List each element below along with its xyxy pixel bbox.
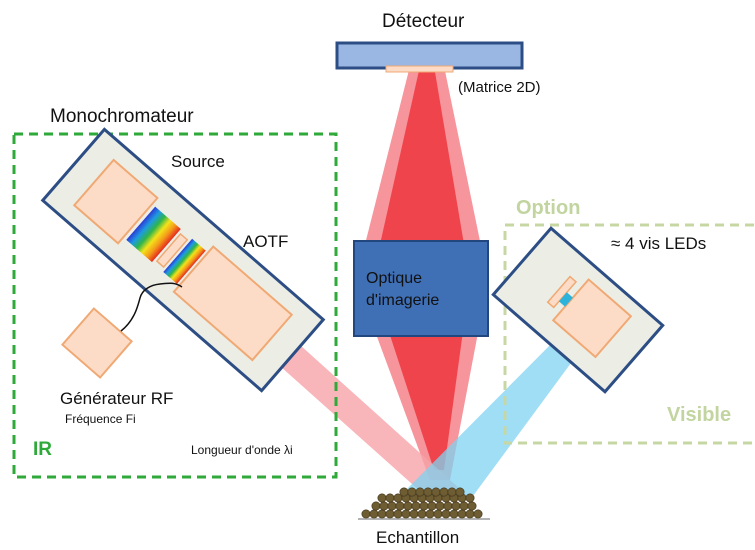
sample-grain (465, 509, 475, 519)
led-source (551, 278, 633, 359)
sample-grain (459, 501, 469, 511)
sample-grain (425, 509, 435, 519)
sample-grain (371, 501, 381, 511)
source-lamp (72, 158, 159, 245)
sample-grain (399, 487, 409, 497)
sample-grain (417, 509, 427, 519)
sample-grain (407, 487, 417, 497)
sample-grain (401, 509, 411, 519)
matrix-label: (Matrice 2D) (458, 79, 541, 96)
sample-grain (379, 501, 389, 511)
sample-grain (455, 487, 465, 497)
sample-grain (377, 493, 387, 503)
sample-grain (385, 509, 395, 519)
imaging-optics-box (353, 240, 489, 337)
led-slit (546, 275, 578, 309)
sample-grain (439, 487, 449, 497)
sample-grain (377, 509, 387, 519)
sample-grain (473, 509, 483, 519)
visible-beam (400, 330, 585, 500)
rf-generator-label: Générateur RF (60, 389, 173, 408)
sample-grain (393, 509, 403, 519)
sample-grain (435, 501, 445, 511)
leds-label: ≈ 4 vis LEDs (611, 234, 706, 253)
wavelength-label: Longueur d'onde λi (191, 443, 293, 457)
sample-grain (395, 501, 405, 511)
rainbow-filter-right (163, 238, 206, 284)
option-label: Option (516, 197, 580, 219)
sample-grain (361, 509, 371, 519)
sample (358, 487, 490, 520)
sample-grain (467, 501, 477, 511)
slit (155, 232, 189, 269)
sample-grain (419, 501, 429, 511)
detector-matrix (385, 65, 454, 73)
rf-generator-box (60, 307, 134, 379)
monochromator-label: Monochromateur (50, 106, 194, 127)
sample-grain (403, 501, 413, 511)
sample-grain (409, 509, 419, 519)
ir-region-box (12, 132, 338, 479)
sample-grain (427, 501, 437, 511)
sample-grain (387, 501, 397, 511)
frequency-label: Fréquence Fi (65, 412, 136, 426)
sample-grain (431, 487, 441, 497)
visible-label: Visible (667, 404, 731, 426)
imaging-optics-label-1: Optique (366, 270, 422, 287)
detector-label: Détecteur (382, 11, 465, 32)
sample-grain (451, 501, 461, 511)
sample-grain (369, 509, 379, 519)
sample-grain (441, 509, 451, 519)
rainbow-filter-left (126, 206, 181, 263)
sample-grain (457, 509, 467, 519)
sample-grain (415, 487, 425, 497)
rf-cable (120, 282, 183, 332)
sample-grain (411, 501, 421, 511)
sample-grain (447, 487, 457, 497)
detector-body (335, 41, 524, 70)
imaging-optics-label-2: d'imagerie (366, 292, 439, 309)
sample-grain (443, 501, 453, 511)
rf-generator (60, 307, 134, 379)
sample-grain (465, 493, 475, 503)
led-module (491, 226, 665, 394)
sample-grain (433, 509, 443, 519)
sample-label: Echantillon (376, 528, 459, 547)
source-label: Source (171, 152, 225, 171)
ir-label: IR (33, 439, 52, 460)
ir-beam (243, 318, 470, 500)
aotf-label: AOTF (243, 232, 288, 251)
detector (335, 41, 524, 73)
sample-grain (449, 509, 459, 519)
monochromator-module (40, 127, 326, 393)
sample-grain (385, 493, 395, 503)
aotf-crystal (172, 245, 294, 362)
led-filter (558, 292, 573, 307)
sample-grain (423, 487, 433, 497)
